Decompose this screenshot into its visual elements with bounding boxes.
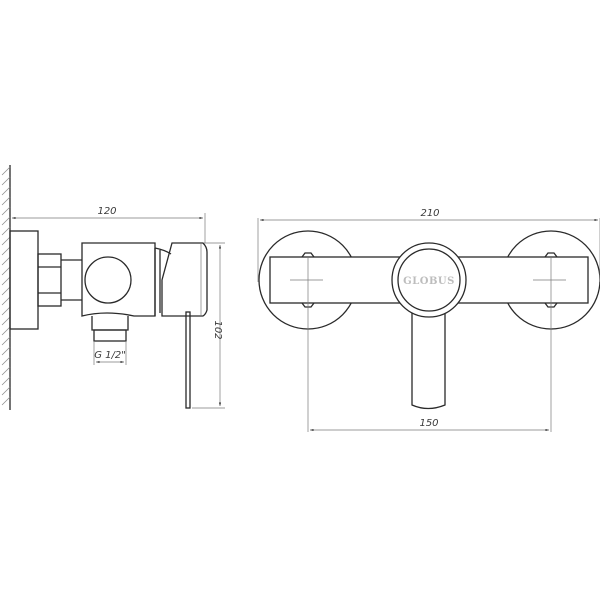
outlet-thread [93,329,127,342]
cartridge-cap-outer [391,242,467,318]
front-lever-handle[interactable] [411,303,446,410]
thread-size-label: G 1/2" [94,350,126,361]
wall-hatching [1,165,11,410]
lever-handle[interactable] [185,311,191,409]
side-view: 120 102 G 1/2" [1,165,225,410]
dimension-102-label: 102 [212,320,223,339]
wall-flange [9,230,39,330]
dimension-120-label: 120 [97,206,116,217]
lever-housing [161,242,208,317]
cartridge-cap-inner [397,248,461,312]
eccentric-connector [84,256,132,304]
brand-logo: GLOBUS [403,276,455,287]
front-view: GLOBUS 210 150 [257,208,600,432]
outlet-fitting [91,316,129,331]
dimension-150-label: 150 [419,418,438,429]
mixer-body [81,242,156,317]
dimension-210-label: 210 [420,208,439,219]
connector-nut [37,253,62,307]
